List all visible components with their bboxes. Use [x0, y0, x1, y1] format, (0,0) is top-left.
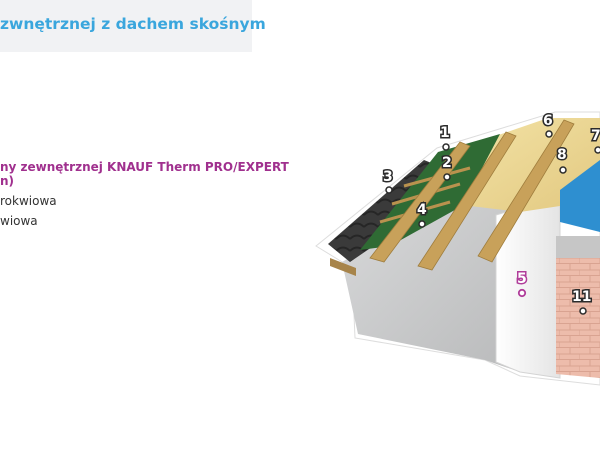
- legend-item-thermal-insulation: ny zewnętrznej KNAUF Therm PRO/EXPERT: [0, 160, 289, 174]
- marker-label-4: 4: [417, 202, 427, 218]
- eave-trim: [330, 258, 356, 276]
- marker-dot-5: [517, 288, 527, 298]
- marker-label-6: 6: [543, 113, 553, 129]
- marker-label-3: 3: [383, 169, 393, 185]
- title-bar: zwnętrznej z dachem skośnym: [0, 0, 266, 52]
- roof-window: [560, 160, 600, 232]
- marker-label-5: 5: [517, 271, 527, 287]
- marker-label-7: 7: [591, 128, 600, 144]
- marker-label-1: 1: [440, 125, 450, 141]
- marker-label-8: 8: [557, 147, 567, 163]
- marker-label-2: 2: [442, 155, 452, 171]
- legend-item-thermal-insulation-cont: n): [0, 174, 15, 188]
- roof-rafters: [369, 119, 575, 271]
- brick-wall: [556, 254, 600, 378]
- page-title: zwnętrznej z dachem skośnym: [0, 15, 266, 33]
- legend-item-mineral-wool-2: wiowa: [0, 214, 38, 228]
- brick-wall-top: [556, 236, 600, 258]
- legend-item-mineral-wool-1: rokwiowa: [0, 194, 57, 208]
- marker-label-11: 11: [572, 289, 591, 305]
- marker-dots: [385, 130, 600, 315]
